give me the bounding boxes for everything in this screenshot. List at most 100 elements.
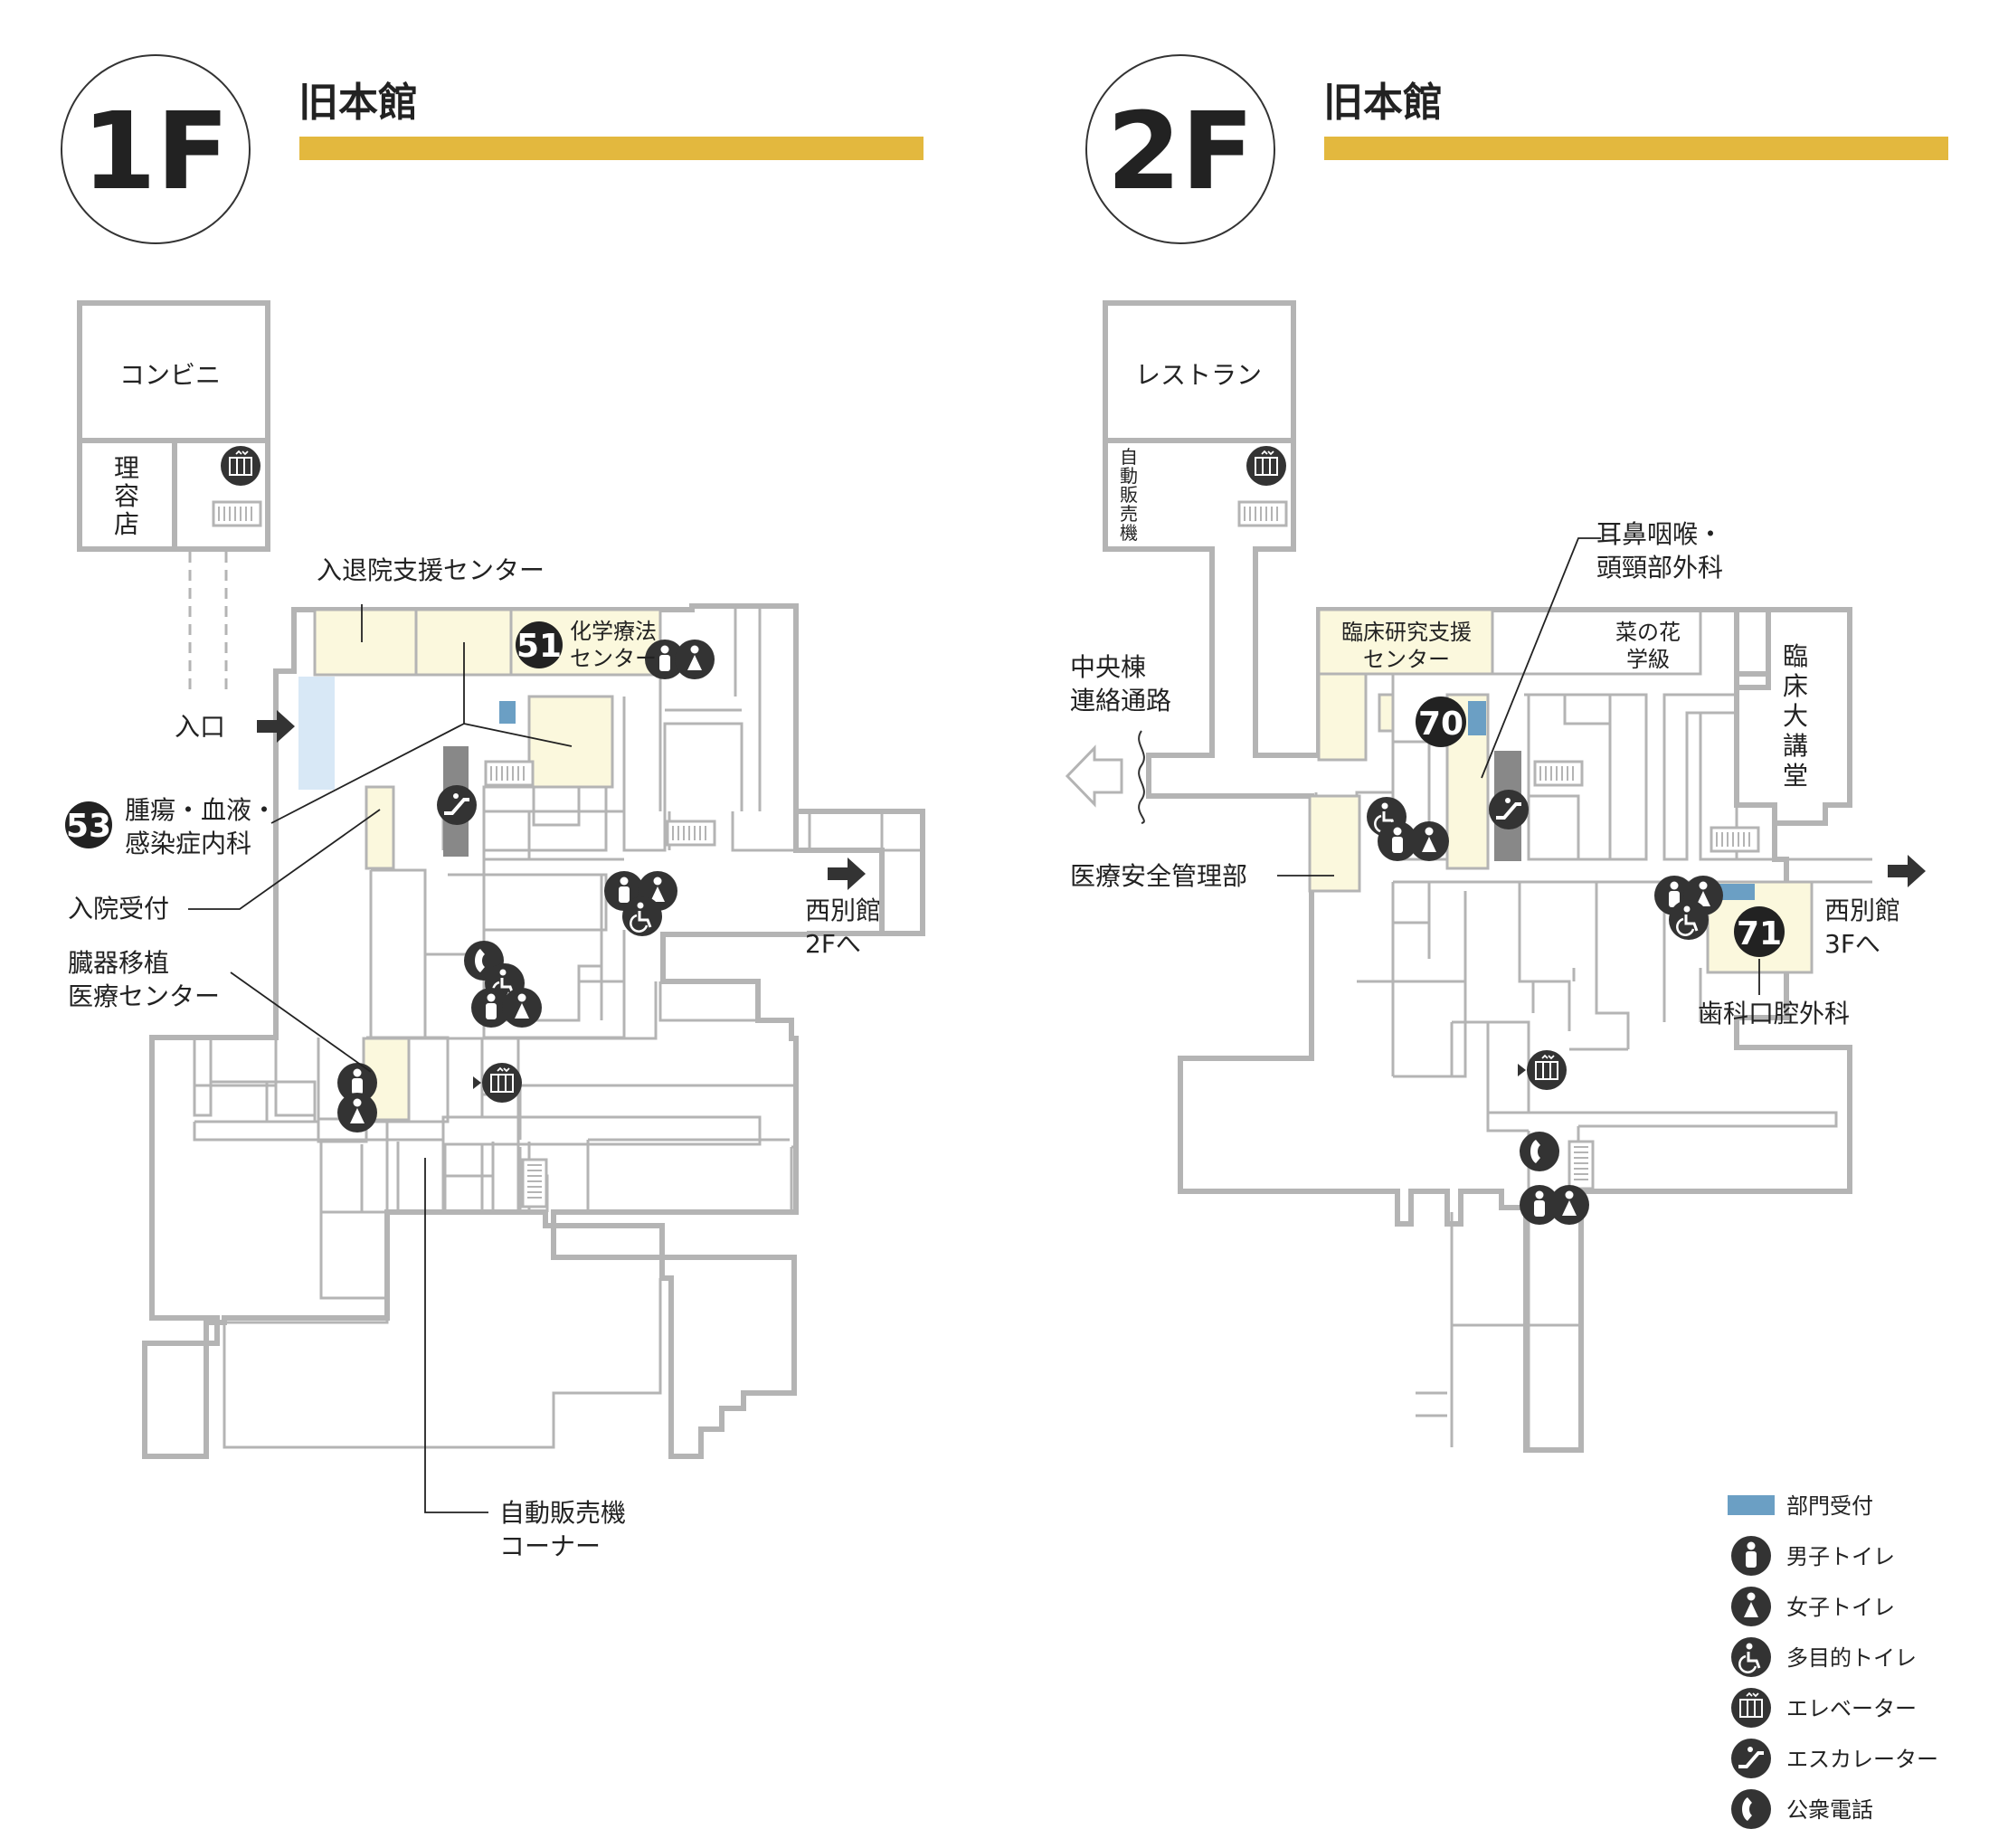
female-toilet-icon [502,988,542,1028]
central-link-label-2: 連絡通路 [1070,686,1171,716]
transplant-label-2: 医療センター [68,981,220,1011]
ent-label-1: 耳鼻咽喉・ [1596,519,1723,549]
legend-item-elevator: エレベーター [1786,1696,1917,1721]
clinical-research-label-1: 臨床研究支援 [1341,620,1472,645]
oncology-badge: 53 [66,808,111,845]
public-phone-icon [1731,1789,1771,1829]
floor-1f-plan: コンビニ 理 容 店 [65,300,925,1513]
male-toilet-icon [1731,1536,1771,1576]
vending-vertical-label-4: 売 [1120,503,1138,525]
stairs-icon [484,760,535,787]
department-reception-swatch [1719,884,1755,900]
oncology-label-2: 感染症内科 [125,829,251,858]
legend-item-reception: 部門受付 [1786,1493,1873,1519]
nanohana-label-1: 菜の花 [1615,620,1681,645]
nanohana-label-2: 学級 [1626,647,1670,672]
stairs-icon [521,1158,548,1208]
barber-label-1: 理 [114,453,139,483]
elevator-icon [1246,445,1287,487]
department-reception-swatch [1468,701,1486,735]
dental-label: 歯科口腔外科 [1698,999,1850,1028]
floor-1f-label: 1F [82,89,230,213]
escalator-icon [1729,1737,1773,1780]
to-west-annex-2f-label-2: 2Fへ [805,929,861,959]
floor-2f-header: 2F 旧本館 [1085,54,1948,244]
clinical-research-label-2: センター [1363,647,1450,672]
floor-2f-labels: 耳鼻咽喉・ 頭頸部外科 臨床研究支援 センター 菜の花 学級 臨 床 大 講 堂… [1070,519,1900,1028]
chemotherapy-label-2: センター [570,646,657,671]
floor-1f-labels: 入退院支援センター 化学療法 センター 入口 腫瘍・血液・ 感染症内科 入院受付… [68,555,881,1561]
accessible-toilet-icon [1667,898,1710,942]
legend-item-male-toilet: 男子トイレ [1786,1544,1895,1569]
barber-label-2: 容 [114,481,139,511]
department-reception-swatch [1728,1495,1775,1515]
female-toilet-icon [1409,821,1449,861]
oncology-label-1: 腫瘍・血液・ [125,795,277,825]
department-reception-swatch [499,701,516,724]
accessible-toilet-icon [1729,1635,1773,1679]
barber-label-3: 店 [114,509,139,539]
vending-corner-label-2: コーナー [499,1531,601,1561]
legend-item-accessible-toilet: 多目的トイレ [1786,1645,1917,1671]
chemotherapy-badge: 51 [516,628,562,665]
public-phone-icon [1520,1132,1559,1171]
stairs-icon [212,500,262,527]
elevator-icon [481,1062,523,1104]
arrow-right-icon [1888,855,1926,887]
floor-2f-label: 2F [1107,89,1255,213]
lecture-hall-label-5: 堂 [1783,761,1808,791]
female-toilet-icon [675,640,715,679]
legend-item-public-phone: 公衆電話 [1786,1797,1873,1823]
safety-management-label: 医療安全管理部 [1070,861,1247,891]
admission-support-label: 入退院支援センター [317,555,545,585]
vending-vertical-label-2: 動 [1120,465,1138,487]
floor-1f-accent-bar [299,137,923,160]
stairs-icon [666,820,716,847]
entrance-lobby [298,677,335,790]
legend-item-female-toilet: 女子トイレ [1786,1595,1895,1620]
legend: 部門受付 男子トイレ 女子トイレ 多目的トイレ エレベーター エスカレーター 公… [1728,1493,1938,1829]
escalator-icon [435,783,478,827]
to-west-annex-2f-label-1: 西別館 [805,896,881,925]
entrance-label: 入口 [175,712,225,742]
convenience-store-label: コンビニ [119,360,221,390]
stairs-icon [1237,500,1288,527]
vending-vertical-label-3: 販 [1120,484,1138,506]
accessible-toilet-icon [620,895,664,938]
floor-2f-building: 旧本館 [1323,80,1443,126]
admission-desk-label: 入院受付 [68,894,169,924]
lecture-hall-label-1: 臨 [1783,641,1808,671]
stairs-icon [1710,826,1760,853]
chemotherapy-label-1: 化学療法 [570,619,657,644]
lecture-hall-label-4: 講 [1783,731,1808,761]
female-toilet-icon [1731,1587,1771,1626]
elevator-icon [1526,1049,1568,1091]
stairs-icon [1533,760,1584,787]
vending-vertical-label-1: 自 [1120,446,1138,468]
floor-2f-accent-bar [1324,137,1948,160]
floor-1f-header: 1F 旧本館 [61,54,923,244]
stairs-icon [1568,1140,1595,1190]
central-link-label-1: 中央棟 [1070,652,1146,682]
vending-corner-label-1: 自動販売機 [499,1498,626,1528]
female-toilet-icon [1549,1185,1589,1225]
restaurant-label: レストラン [1135,360,1262,390]
floor-1f-building: 旧本館 [298,80,418,126]
ent-label-2: 頭頸部外科 [1596,553,1723,583]
ent-badge: 70 [1418,706,1463,743]
legend-item-escalator: エスカレーター [1786,1747,1938,1772]
elevator-icon [220,445,261,487]
floor-2f-plan: レストラン 自 動 販 売 機 [1065,300,1926,1453]
dental-badge: 71 [1737,915,1782,952]
arrow-right-icon [828,858,866,890]
left-outline-arrow-icon [1065,744,1123,808]
lecture-hall-label-3: 大 [1783,701,1808,731]
escalator-icon [1487,788,1530,831]
elevator-icon [1730,1687,1772,1729]
to-west-annex-3f-label-1: 西別館 [1824,896,1900,925]
to-west-annex-3f-label-2: 3Fへ [1824,929,1880,959]
lecture-hall-label-2: 床 [1783,671,1808,701]
vending-vertical-label-5: 機 [1120,522,1138,544]
female-toilet-icon [337,1093,377,1132]
